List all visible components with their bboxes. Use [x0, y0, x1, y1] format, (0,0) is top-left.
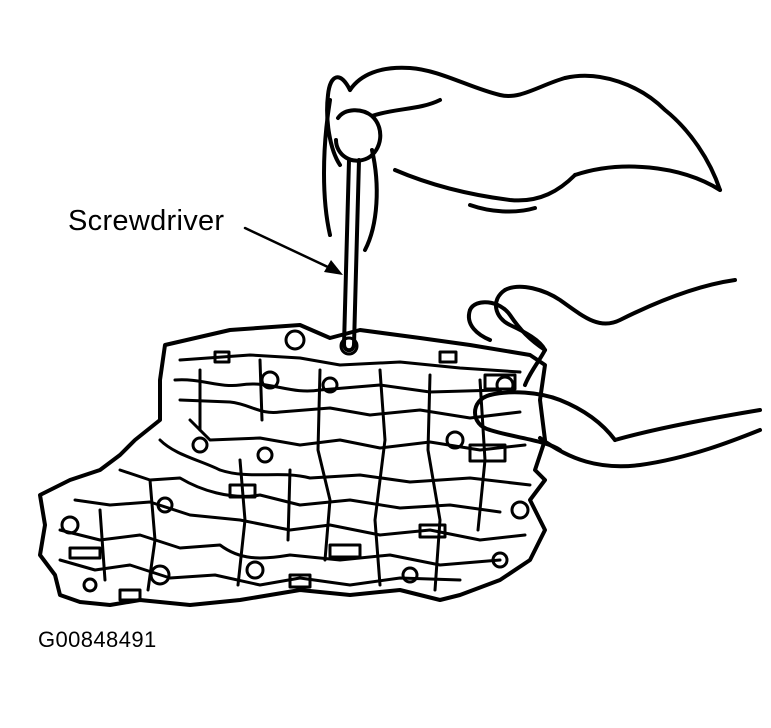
- callout-leader: [243, 226, 343, 275]
- valve-body-holes: [60, 329, 530, 593]
- valve-body: [38, 323, 547, 607]
- screwdriver-label: Screwdriver: [68, 205, 225, 237]
- valve-body-pockets: [68, 350, 517, 602]
- right-hand: [466, 278, 762, 469]
- figure-id: G00848491: [38, 627, 157, 652]
- upper-hand: [322, 65, 722, 252]
- screwdriver: [342, 158, 361, 353]
- valve-body-channels: [58, 353, 532, 592]
